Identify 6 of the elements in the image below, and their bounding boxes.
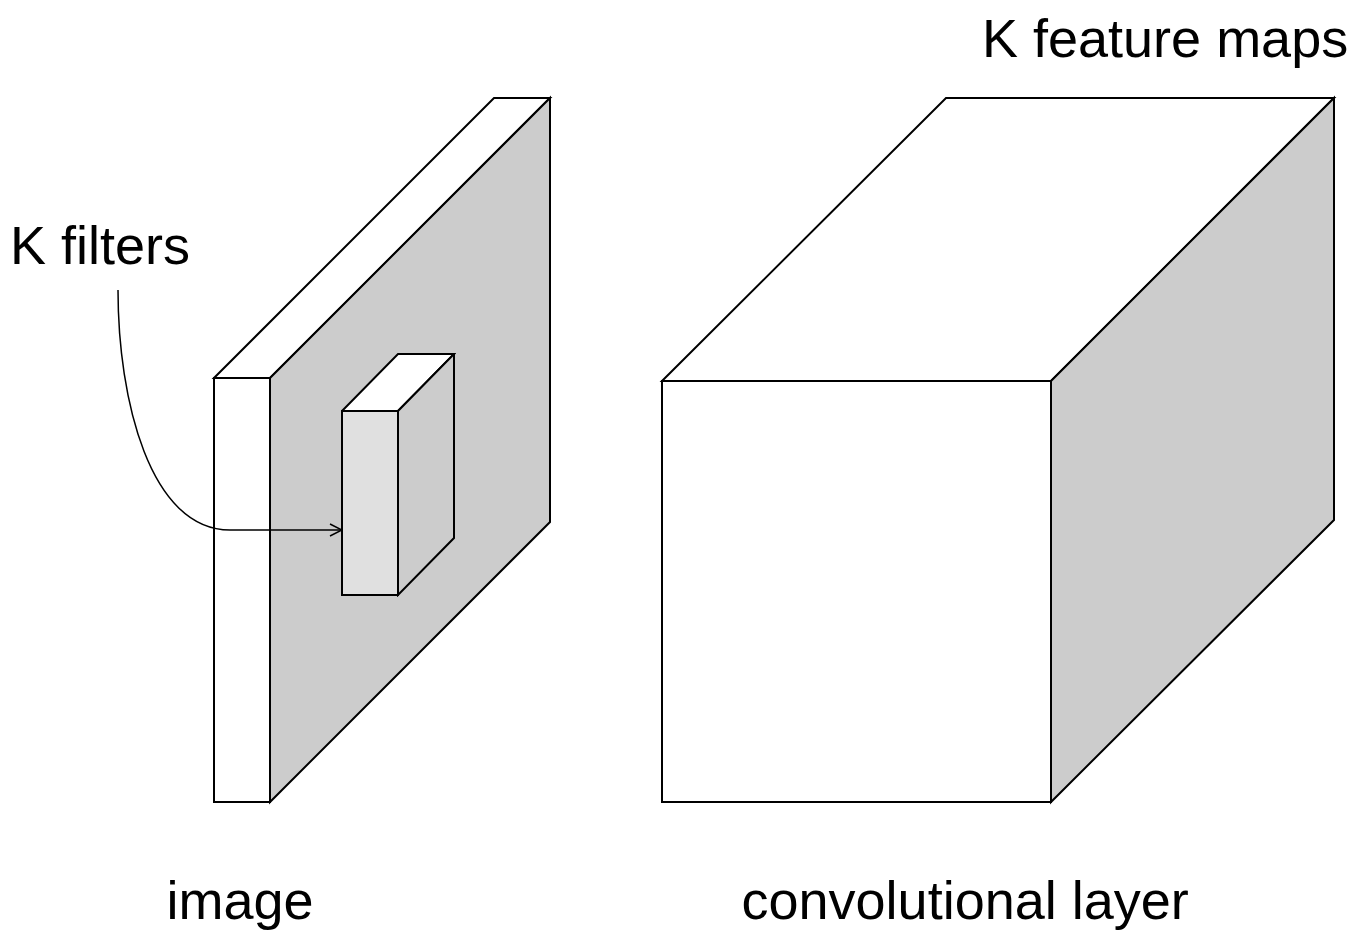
callout-label: K filters	[10, 215, 191, 275]
layer-heading: K feature maps	[982, 8, 1349, 68]
filter-block	[341, 353, 456, 597]
leader-line	[117, 289, 343, 537]
caption: image	[166, 870, 314, 930]
caption: convolutional layer	[741, 870, 1189, 930]
